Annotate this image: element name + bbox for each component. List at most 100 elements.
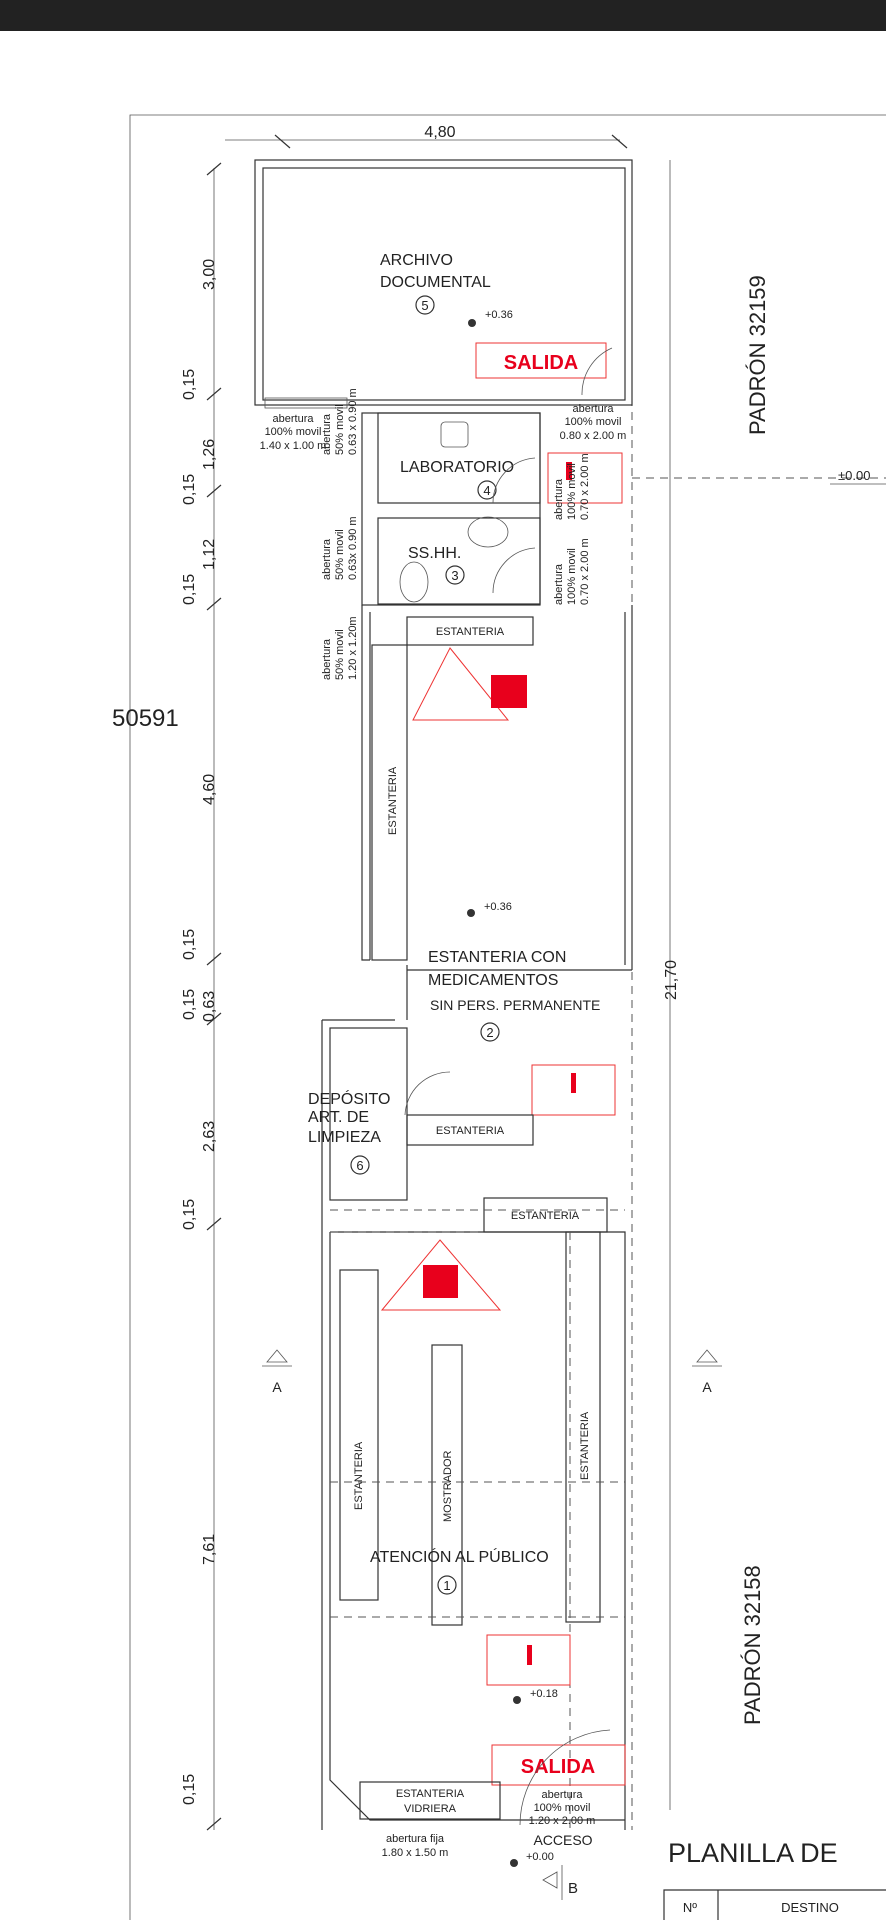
level-label: +0.36 <box>485 309 513 321</box>
svg-text:100% movil: 100% movil <box>265 426 322 438</box>
wall <box>321 965 632 1830</box>
dim-label: 0,15 <box>181 574 198 605</box>
door-swing <box>581 347 613 396</box>
table-title: PLANILLA DE <box>668 1838 838 1868</box>
vitrine-shelf <box>359 1781 501 1820</box>
door-swing <box>492 457 536 504</box>
room-label: DEPÓSITO <box>308 1089 390 1108</box>
table-header: Nº DESTINO <box>663 1889 886 1920</box>
svg-text:0.80 x 2.00 m: 0.80 x 2.00 m <box>560 430 627 442</box>
svg-text:abertura: abertura <box>553 563 565 605</box>
shelf-label: ESTANTERIA <box>511 1210 580 1222</box>
door-swing <box>492 547 536 594</box>
shelf-label: ESTANTERIA <box>579 1411 591 1480</box>
dim-left-labels: 3,00 0,15 1,26 0,15 1,12 0,15 4,60 0,15 … <box>181 259 218 1805</box>
svg-text:B: B <box>568 1880 578 1897</box>
washbasin-icon <box>467 516 509 548</box>
dim-top: 4,80 <box>225 124 628 149</box>
dim-label: 1,26 <box>201 439 218 470</box>
window-top-bar <box>0 0 886 31</box>
toilet-icon <box>399 561 429 603</box>
room-label: ESTANTERIA CON <box>428 949 566 966</box>
room-number-circle <box>480 1022 500 1042</box>
svg-text:A: A <box>702 1379 712 1395</box>
room-number: 6 <box>356 1158 363 1173</box>
level-marker-icon <box>468 319 476 327</box>
svg-text:abertura fija: abertura fija <box>386 1833 445 1845</box>
dim-label: 0,63 <box>201 991 218 1022</box>
level-marker-icon <box>513 1696 521 1704</box>
svg-text:100% movil: 100% movil <box>534 1802 591 1814</box>
door-swing <box>519 1729 611 1826</box>
extinguisher-icon <box>571 1073 576 1093</box>
column-header: Nº <box>683 1900 697 1915</box>
level-label: +0.00 <box>526 1851 554 1863</box>
section-marker-a-right: A <box>692 1349 722 1395</box>
extinguisher-box <box>531 1064 616 1116</box>
svg-text:50% movil: 50% movil <box>334 629 346 680</box>
svg-text:50% movil: 50% movil <box>334 404 346 455</box>
section-marker-a-left: A <box>262 1349 292 1395</box>
dim-label: 0,15 <box>181 369 198 400</box>
hazard-square <box>423 1265 458 1298</box>
padron-label: PADRÓN 32158 <box>740 1565 765 1725</box>
street-level: ±0.00 <box>838 468 870 483</box>
room-number-circle <box>437 1575 457 1595</box>
room-label: SS.HH. <box>408 545 461 562</box>
hazard-triangle-icon <box>412 647 510 721</box>
shelf-right <box>565 1231 601 1623</box>
room-archivo-inner <box>262 167 626 401</box>
room-label: ATENCIÓN AL PÚBLICO <box>370 1547 549 1566</box>
exit-sign: SALIDA <box>521 1756 595 1778</box>
level-marker-icon <box>467 909 475 917</box>
svg-text:abertura: abertura <box>321 413 333 455</box>
room-label: LABORATORIO <box>400 459 514 476</box>
room-number-circle <box>477 480 497 500</box>
hazard-triangle-icon <box>380 1239 502 1311</box>
svg-text:1.20 x 2.00 m: 1.20 x 2.00 m <box>529 1815 596 1827</box>
sheet-frame <box>129 114 886 1920</box>
room-label: DOCUMENTAL <box>380 274 491 291</box>
extinguisher-box <box>547 452 623 504</box>
svg-text:0.63 x 0.90 m: 0.63 x 0.90 m <box>347 388 359 455</box>
dim-label: 7,61 <box>201 1534 218 1565</box>
dim-label: 2,63 <box>201 1121 218 1152</box>
wall <box>361 605 633 970</box>
shelf-label: ESTANTERIA <box>387 766 399 835</box>
dim-label: 1,12 <box>201 539 218 570</box>
room-deposito <box>329 1027 408 1201</box>
svg-text:A: A <box>272 1379 282 1395</box>
room-number: 3 <box>451 568 458 583</box>
dim-label: 0,15 <box>181 1774 198 1805</box>
counter-label: MOSTRADOR <box>442 1450 454 1522</box>
room-number-circle <box>415 295 435 315</box>
dim-label: 4,60 <box>201 774 218 805</box>
column-header: DESTINO <box>781 1900 839 1915</box>
level-label: +0.36 <box>484 901 512 913</box>
svg-text:abertura: abertura <box>321 638 333 680</box>
exit-sign-box <box>475 342 607 379</box>
room-number: 4 <box>483 483 490 498</box>
svg-text:abertura: abertura <box>321 538 333 580</box>
counter <box>431 1344 463 1626</box>
dim-label: 0,15 <box>181 929 198 960</box>
shelf-top <box>406 616 534 646</box>
door-swing <box>404 1071 451 1116</box>
sink-icon <box>440 421 469 448</box>
room-atencion <box>329 1231 626 1830</box>
svg-text:abertura: abertura <box>273 413 315 425</box>
room-laboratorio <box>377 412 541 504</box>
room-number: 2 <box>486 1025 493 1040</box>
shelf-vertical <box>371 644 408 961</box>
svg-text:50% movil: 50% movil <box>334 529 346 580</box>
shelf <box>406 1114 534 1146</box>
padron-label: PADRÓN 32159 <box>745 275 770 435</box>
shelf-label: ESTANTERIA <box>396 1788 465 1800</box>
exit-sign: SALIDA <box>504 352 578 374</box>
access-label: ACCESO <box>533 1832 592 1848</box>
dim-label: 0,15 <box>181 989 198 1020</box>
room-label: ARCHIVO <box>380 252 453 269</box>
room-number-circle <box>350 1155 370 1175</box>
svg-text:100% movil: 100% movil <box>566 548 578 605</box>
